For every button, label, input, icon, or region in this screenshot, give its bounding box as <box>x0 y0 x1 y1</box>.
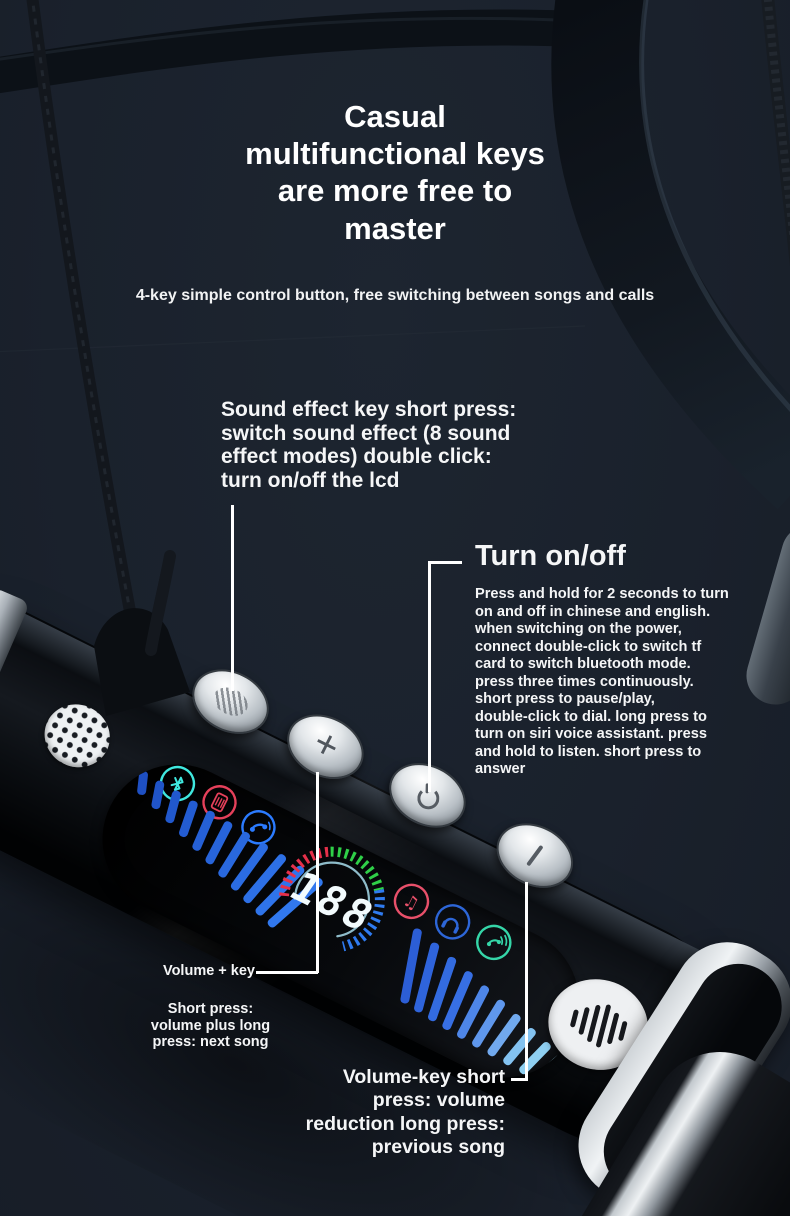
volume-plus-key-note: Short press: volume plus long press: nex… <box>150 1001 271 1051</box>
callout-line-turn-on-off <box>428 561 431 792</box>
sound-effect-key-note: Sound effect key short press: switch sou… <box>221 398 517 492</box>
lcd-display: 188 ♫ <box>76 738 605 1103</box>
battery-gauge <box>279 846 385 952</box>
page-title: Casual multifunctional keys are more fre… <box>245 99 545 246</box>
volume-minus-key-note: Volume-key short press: volume reduction… <box>305 1066 505 1159</box>
turn-on-off-heading: Turn on/off <box>475 540 626 572</box>
music-icon: ♫ <box>393 883 430 920</box>
callout-line-sound-effect <box>231 505 234 691</box>
plus-icon: + <box>306 720 347 770</box>
braided-cable-right <box>761 0 790 267</box>
call-icon <box>241 810 276 845</box>
turn-on-off-description: Press and hold for 2 seconds to turn on … <box>475 586 729 777</box>
callout-line-volume-plus-v <box>316 772 319 973</box>
tf-card-icon <box>202 785 237 820</box>
callout-line-volume-minus-h <box>511 1078 527 1081</box>
page-subtitle: 4-key simple control button, free switch… <box>135 287 655 304</box>
bluetooth-icon <box>159 765 196 802</box>
svg-text:♫: ♫ <box>400 890 423 915</box>
headset-icon <box>434 904 471 940</box>
volume-bars-left <box>137 770 323 928</box>
callout-line-volume-minus-v <box>525 882 528 1081</box>
neckband-control-module: 188 ♫ <box>0 520 790 1216</box>
earphone-cable <box>26 0 138 624</box>
callout-line-volume-plus-h <box>256 971 318 974</box>
callout-dash-turn-on-off <box>428 561 462 564</box>
neckband-top-band <box>0 9 626 94</box>
minus-icon <box>526 844 544 867</box>
volume-plus-key-label: Volume + key <box>162 963 255 979</box>
call-waves-icon <box>476 924 512 961</box>
neckband-right-sweep <box>551 0 790 510</box>
